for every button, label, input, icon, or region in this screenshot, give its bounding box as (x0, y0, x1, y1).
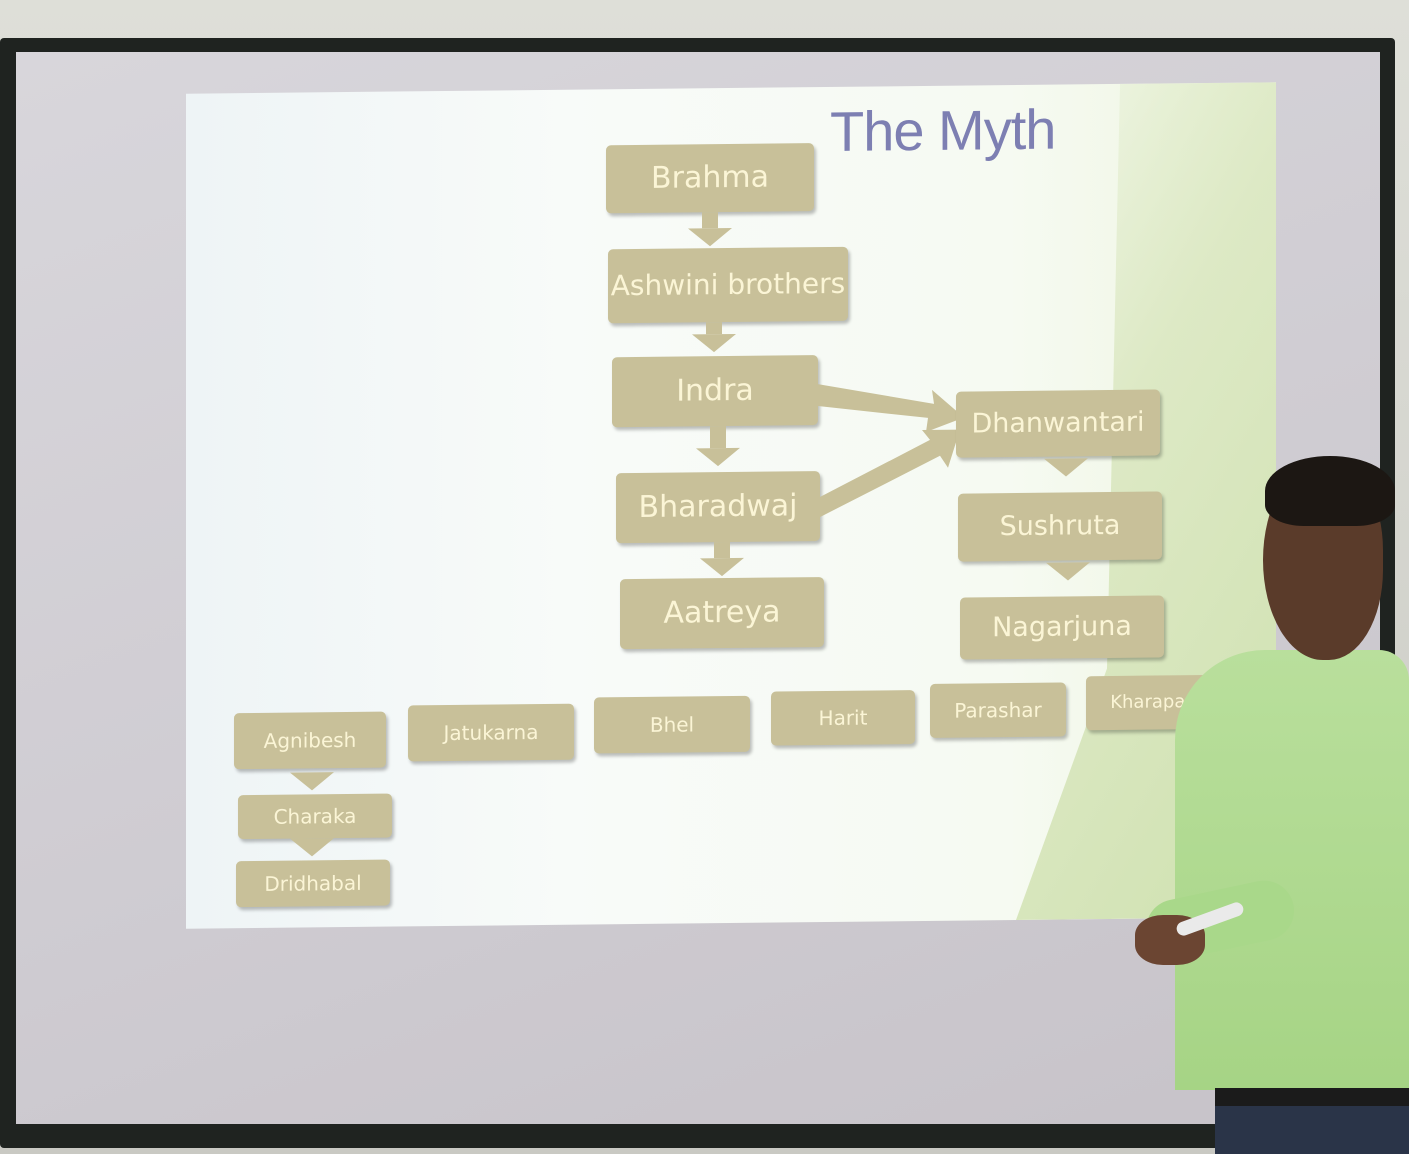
box-charaka: Charaka (238, 793, 392, 840)
presenter-hair (1265, 456, 1395, 526)
arrow (290, 772, 334, 791)
box-agnibesh: Agnibesh (234, 711, 386, 770)
arrow (688, 227, 732, 247)
box-bhel: Bhel (594, 695, 750, 754)
arrow (1044, 458, 1088, 477)
box-dridhabal: Dridhabal (236, 859, 390, 908)
slide-title: The Myth (830, 97, 1056, 163)
box-jatukarna: Jatukarna (408, 703, 574, 762)
arrow (700, 557, 744, 577)
arrow (692, 333, 736, 353)
arrow (702, 212, 718, 229)
box-brahma: Brahma (606, 143, 814, 214)
arrow (696, 447, 740, 467)
presenter (1135, 456, 1409, 1154)
box-aatreya: Aatreya (620, 577, 824, 650)
arrow-bharadwaj-to-dhanwantari (812, 429, 960, 520)
box-harit: Harit (771, 690, 915, 746)
box-parashar: Parashar (930, 682, 1066, 738)
arrow (710, 426, 726, 449)
arrow-indra-to-dhanwantari (810, 383, 964, 432)
box-bharadwaj: Bharadwaj (616, 471, 820, 544)
arrow (714, 542, 730, 559)
arrow (706, 322, 722, 335)
arrow (290, 838, 334, 857)
presentation-slide: The Myth Brahma Ashwini brothers Indra B… (186, 82, 1276, 929)
box-nagarjuna: Nagarjuna (960, 595, 1164, 660)
side-arrows (810, 383, 964, 520)
box-dhanwantari: Dhanwantari (956, 389, 1160, 458)
arrow (1046, 562, 1090, 581)
box-ashwini-brothers: Ashwini brothers (608, 246, 848, 324)
presenter-shirt (1175, 650, 1409, 1090)
presenter-belt (1215, 1088, 1409, 1106)
box-indra: Indra (612, 355, 818, 428)
box-sushruta: Sushruta (958, 491, 1162, 562)
